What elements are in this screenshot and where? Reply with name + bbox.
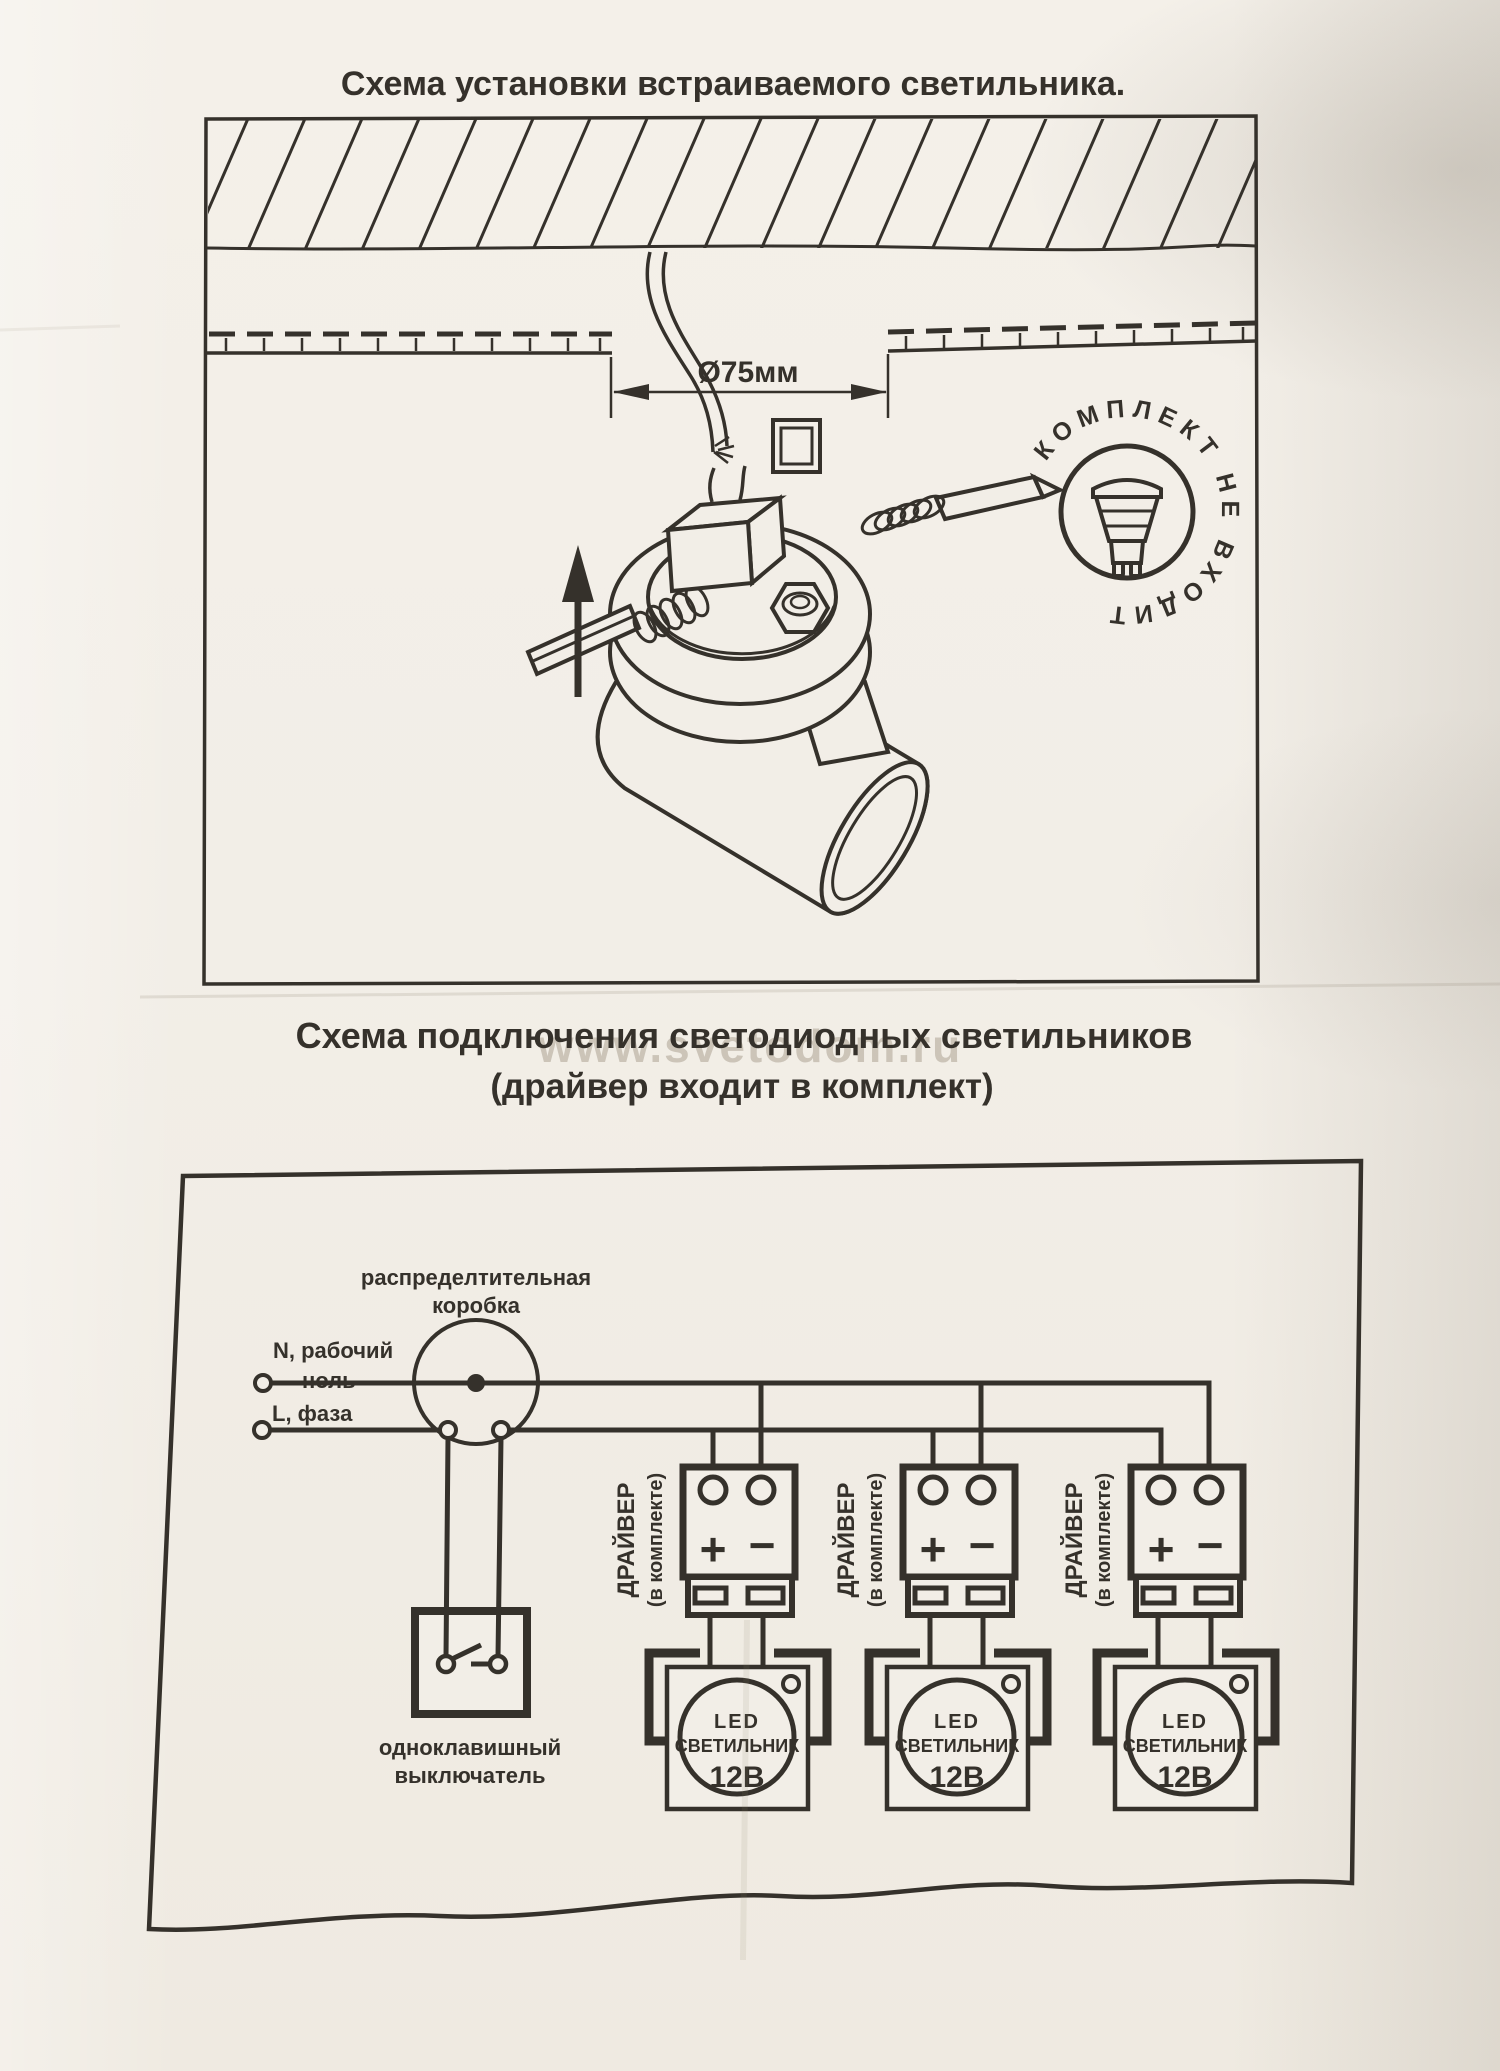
led-unit-1: LED СВЕТИЛЬНИК 12В: [644, 1648, 832, 1812]
dimension-label: Ø75мм: [697, 356, 798, 389]
led-voltage-label: 12В: [929, 1761, 984, 1794]
led-label: LED: [934, 1711, 980, 1733]
ceiling-hatch-bottom-edge: [206, 243, 1257, 252]
gu10-lamp-icon: [1091, 478, 1163, 578]
driver-unit-2: + − ДРАЙВЕР (в комплекте): [832, 1463, 1019, 1672]
driver-note-label: (в комплекте): [645, 1473, 667, 1607]
not-included-stamp: В КОМПЛЕКТ НЕ ВХОДИТ: [1011, 394, 1237, 629]
driver-note-label: (в комплекте): [865, 1473, 887, 1607]
dimension-arrow-right: [851, 384, 887, 400]
switch-label: одноклавишный выключатель: [379, 1735, 561, 1788]
spotlight-fixture: [525, 465, 1065, 916]
junction-box-label: распределтительная коробка: [361, 1265, 591, 1318]
led-voltage-label: 12В: [709, 1761, 764, 1794]
switch-label-line1: одноклавишный: [379, 1735, 561, 1760]
led-unit-2: LED СВЕТИЛЬНИК 12В: [864, 1648, 1052, 1812]
installation-title: Схема установки встраиваемого светильник…: [341, 65, 1125, 103]
connector-box-symbol: [771, 418, 822, 474]
led-indicator-dot: [1229, 1674, 1249, 1694]
junction-dot: [467, 1374, 485, 1392]
bus-wiring: [252, 1318, 1212, 1476]
led-indicator-dot: [781, 1674, 801, 1694]
ceiling-drywall: [207, 320, 1257, 355]
driver-note-label: (в комплекте): [1093, 1473, 1115, 1607]
driver-unit-1: + − ДРАЙВЕР (в комплекте): [612, 1463, 799, 1672]
junction-box-label-line2: коробка: [432, 1293, 521, 1318]
led-type-label: СВЕТИЛЬНИК: [895, 1736, 1020, 1756]
spring-clip-left: [525, 584, 710, 677]
minus-label: −: [969, 1519, 996, 1571]
connection-title-line2: (драйвер входит в комплект): [490, 1067, 993, 1106]
terminal-block: [661, 465, 787, 594]
installation-diagram: Ø75мм В КОМПЛЕКТ НЕ ВХОДИТ: [202, 114, 1260, 986]
hole-dimension: Ø75мм: [609, 354, 890, 418]
wiring-diagram-frame: [146, 1158, 1364, 1932]
neutral-label-line1: N, рабочий: [273, 1338, 393, 1363]
switch-tap-left: [438, 1420, 458, 1440]
junction-box-label-line1: распределтительная: [361, 1265, 591, 1290]
driver-label: ДРАЙВЕР: [832, 1483, 860, 1598]
driver-unit-3: + − ДРАЙВЕР (в комплекте): [1060, 1463, 1247, 1672]
dimension-arrow-left: [613, 384, 649, 400]
minus-label: −: [1197, 1519, 1224, 1571]
installation-diagram-frame: [202, 114, 1260, 986]
connection-title: Схема подключения светодиодных светильни…: [296, 1015, 1193, 1106]
fixing-nut: [769, 582, 831, 634]
minus-label: −: [749, 1519, 776, 1571]
ceiling-hatch: [208, 119, 1255, 248]
wiring-diagram: распределтительная коробка N, рабочий но…: [146, 1158, 1364, 1932]
connection-title-line1: Схема подключения светодиодных светильни…: [296, 1015, 1193, 1056]
led-indicator-dot: [1001, 1674, 1021, 1694]
junction-box: [412, 1318, 540, 1446]
switch-label-line2: выключатель: [394, 1763, 545, 1788]
up-arrow-icon: [562, 545, 594, 697]
driver-label: ДРАЙВЕР: [612, 1483, 640, 1598]
plus-label: +: [700, 1523, 727, 1575]
switch-tap-right: [491, 1420, 511, 1440]
led-type-label: СВЕТИЛЬНИК: [1123, 1736, 1248, 1756]
driver-label: ДРАЙВЕР: [1060, 1483, 1088, 1598]
wall-switch: [411, 1420, 531, 1718]
plus-label: +: [920, 1523, 947, 1575]
led-label: LED: [1162, 1711, 1208, 1733]
plus-label: +: [1148, 1523, 1175, 1575]
phase-terminal: [252, 1420, 272, 1440]
watermark: www.svetodom.ru: [537, 1020, 962, 1072]
paper-creases: [0, 324, 1500, 1961]
led-type-label: СВЕТИЛЬНИК: [675, 1736, 800, 1756]
neutral-terminal: [253, 1373, 273, 1393]
led-voltage-label: 12В: [1157, 1761, 1212, 1794]
spring-clip-right: [860, 472, 1065, 536]
led-unit-3: LED СВЕТИЛЬНИК 12В: [1092, 1648, 1280, 1812]
mains-wires: [645, 251, 735, 464]
led-label: LED: [714, 1711, 760, 1733]
phase-label: L, фаза: [272, 1401, 353, 1426]
